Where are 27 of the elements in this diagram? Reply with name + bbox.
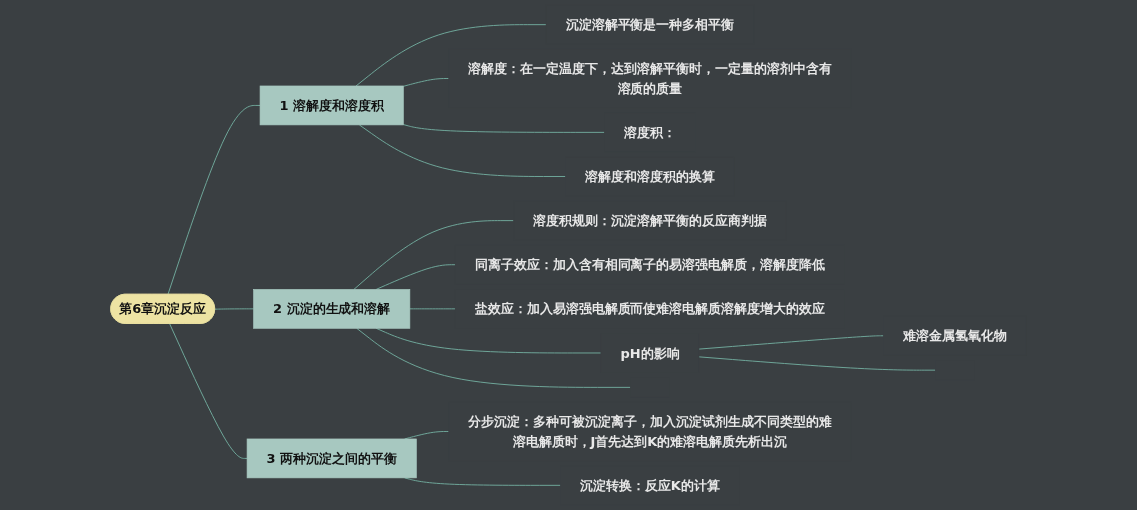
node-text: 难溶金属氢氧化物	[903, 328, 1007, 344]
connector	[356, 327, 631, 388]
node-text: 沉淀转换：反应K的计算	[580, 477, 720, 494]
connector	[375, 264, 456, 290]
connector	[402, 124, 605, 133]
node-text: 同离子效应：加入含有相同离子的易溶强电解质，溶解度降低	[474, 256, 826, 273]
connector	[402, 78, 450, 87]
connector	[355, 24, 547, 87]
node-text: 分步沉淀：多种可被沉淀离子，加入沉淀试剂生成不同类型的难溶电解质时，J首先达到K的难溶电解质先析出沉	[468, 413, 832, 450]
node-text: 沉淀溶解平衡是一种多相平衡	[565, 16, 735, 33]
connector	[169, 323, 248, 459]
connector	[698, 356, 936, 371]
node-text: pH的影响	[620, 345, 680, 361]
node-text: 盐效应：加入易溶强电解质而使难溶电解质溶解度增大的效应	[474, 301, 826, 317]
node-text: 溶解度和溶度积的换算	[585, 168, 715, 185]
node-text: 溶度积规则：沉淀溶解平衡的反应商判据	[533, 212, 767, 229]
connector	[698, 335, 884, 350]
node-box: 2 沉淀的生成和溶解	[253, 289, 411, 329]
connector	[358, 124, 567, 177]
connector	[353, 220, 515, 290]
connector	[167, 104, 261, 296]
node-box: 1 溶解度和溶度积	[259, 85, 404, 126]
node-box: 3 两种沉淀之间的平衡	[246, 438, 417, 479]
connector	[409, 308, 456, 310]
connector	[214, 308, 255, 310]
node-text: 溶度积：	[623, 124, 676, 141]
node-text: 溶解度：在一定温度下，达到溶解平衡时，一定量的溶剂中含有溶质的质量	[468, 60, 832, 97]
